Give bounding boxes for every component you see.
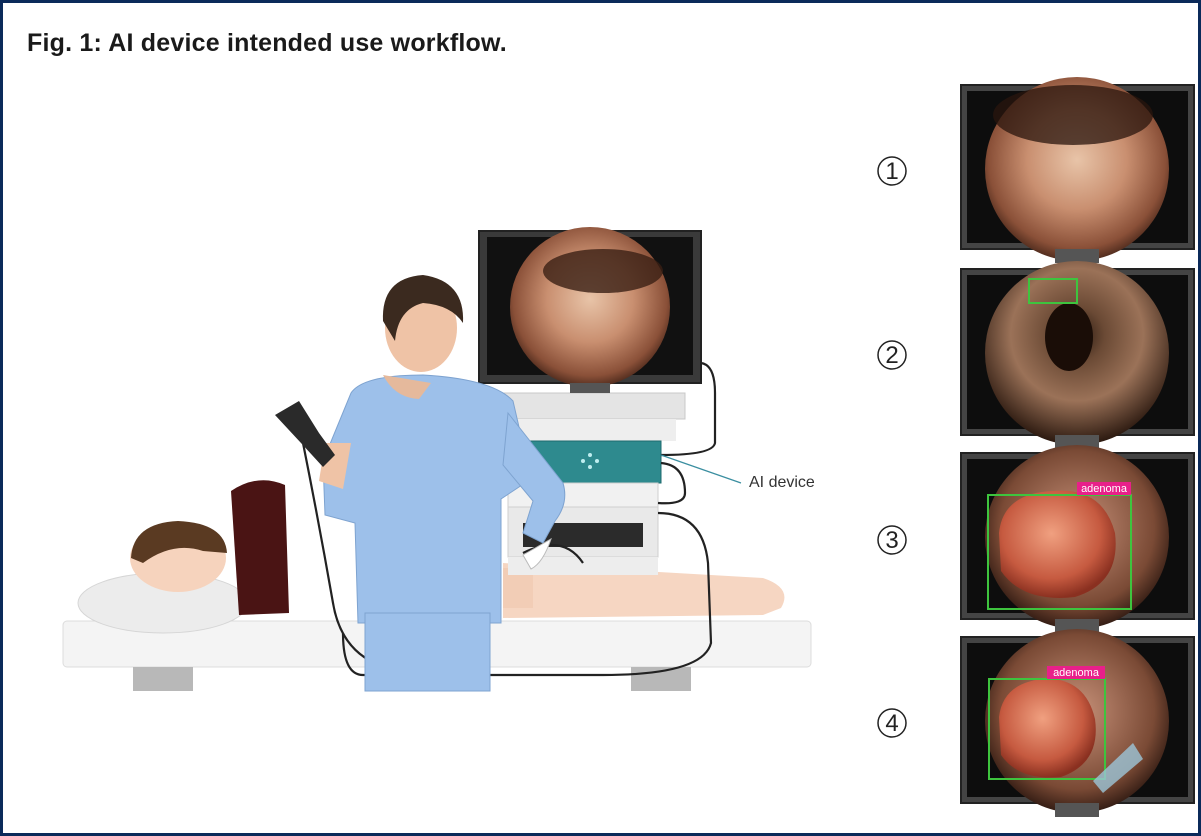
step-1-monitor [961,77,1194,263]
main-monitor [479,227,701,393]
step-2-monitor [961,261,1194,449]
step-4-number: 4 [885,710,898,737]
step-4-label: adenoma [1053,667,1100,679]
ai-device-callout [661,455,741,483]
step-4-monitor [961,629,1194,817]
workflow-illustration: AI device 1 2 3 4 [3,3,1198,833]
step-3-label: adenoma [1081,483,1128,495]
step-3-monitor [961,445,1194,633]
step-2-number: 2 [885,342,898,369]
step-1-number: 1 [885,158,898,185]
step-3-number: 3 [885,527,898,554]
ai-device-label: AI device [749,474,815,491]
step-markers [878,157,906,737]
